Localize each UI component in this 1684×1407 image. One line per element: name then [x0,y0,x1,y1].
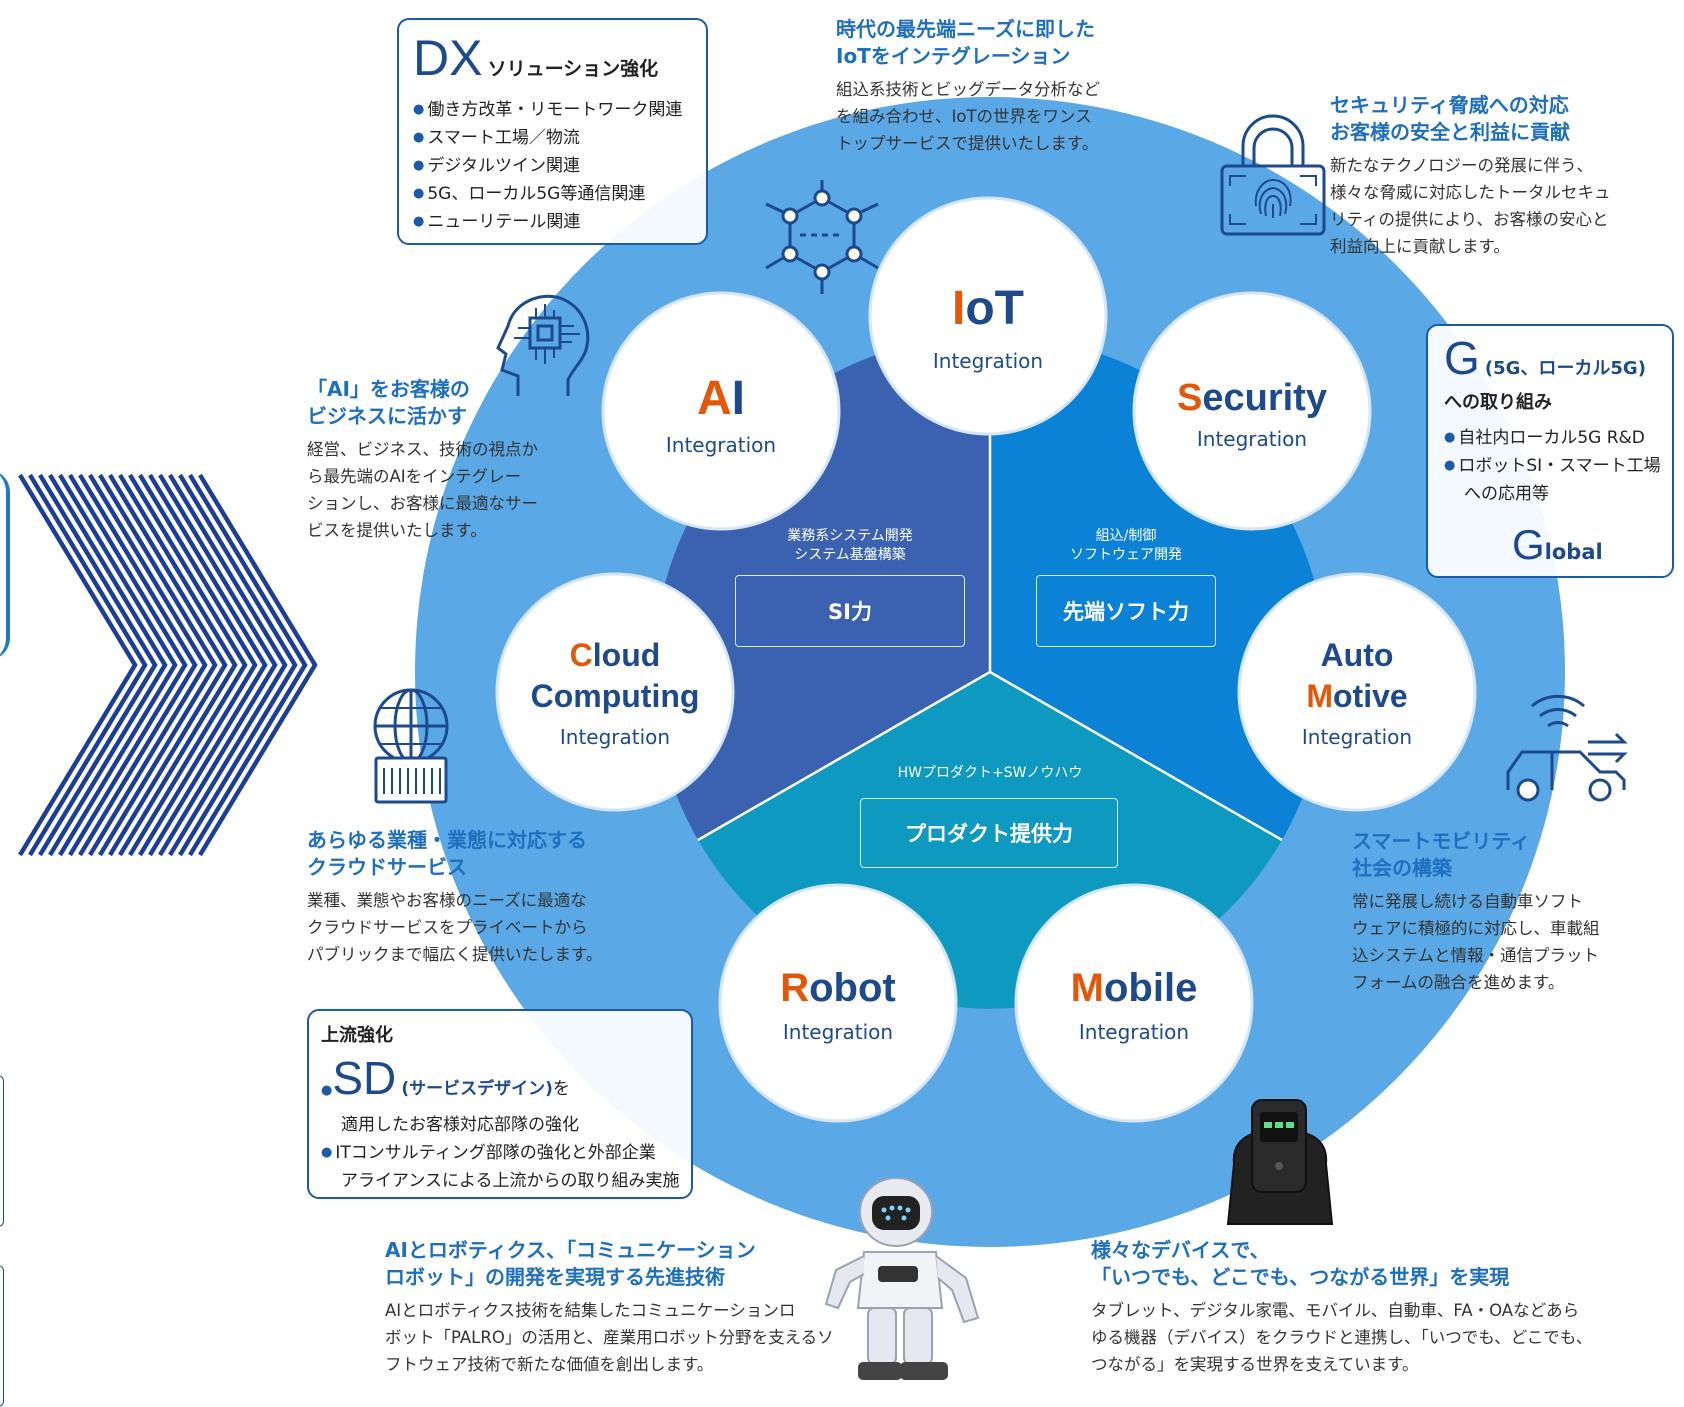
ai-circle [601,291,841,531]
iot-circle [868,196,1108,436]
global-label: Global [1512,521,1603,568]
cloud-title-line2: Computing [530,678,700,714]
mobile-circle [1014,883,1254,1123]
list-item: ●ITコンサルティング部隊の強化と外部企業 [321,1143,656,1163]
list-item: ●ニューリテール関連 [413,212,581,232]
left-edge-arc [0,470,10,660]
robot-circle [718,883,958,1123]
auto-title-line1: Auto [1320,637,1394,673]
cloud-subtitle: Integration [559,725,671,749]
dx-title: ソリューション強化 [487,58,659,80]
dx-box: DX ソリューション強化 ●働き方改革・リモートワーク関連 ●スマート工場／物流… [397,18,708,245]
mobile-title: Mobile [1070,966,1198,1010]
list-item-continuation: への応用等 [1464,484,1549,504]
connected-car-icon [1502,686,1632,806]
si-caption: 業務系システム開発システム基盤構築 [787,528,913,563]
soft-caption: 組込/制御ソフトウェア開発 [1070,528,1182,563]
iot-description: 時代の最先端ニーズに即した IoTをインテグレーション 組込系技術とビッグデータ… [836,17,1100,153]
list-item: ●スマート工場／物流 [413,128,580,148]
list-item-continuation: 適用したお客様対応部隊の強化 [341,1115,579,1135]
sd-paren: (サービスデザイン) [401,1079,553,1099]
ai-head-icon [488,288,598,400]
chevron-stripes [0,470,330,870]
list-item: ●ロボットSI・スマート工場 [1444,456,1661,476]
security-title: Security [1177,377,1327,419]
list-item: ●5G、ローカル5G等通信関連 [413,184,646,204]
robot-illustration [818,1178,998,1394]
product-caption: HWプロダクト+SWノウハウ [897,765,1083,781]
iot-title: IoT [952,282,1024,335]
g-paren: (5G、ローカル5G) [1484,358,1646,379]
g-big: G [1444,332,1480,384]
iot-subtitle: Integration [932,349,1044,373]
soft-box: 先端ソフト力 [1036,575,1216,647]
upstream-box: 上流強化 ●SD (サービスデザイン)を 適用したお客様対応部隊の強化 ●ITコ… [307,1009,693,1199]
robot-description: AIとロボティクス、「コミュニケーション ロボット」の開発を実現する先進技術 A… [385,1238,834,1374]
sd-big: SD [332,1052,397,1104]
mobile-description: 様々なデバイスで、 「いつでも、どこでも、つながる世界」を実現 タブレット、デジ… [1091,1238,1593,1374]
cloud-circle [495,572,735,812]
robot-title: Robot [780,966,896,1010]
auto-description: スマートモビリティ 社会の構築 常に発展し続ける自動車ソフト ウェアに積極的に対… [1352,829,1600,992]
mobile-subtitle: Integration [1078,1020,1190,1044]
g-box: G (5G、ローカル5G) への取り組み ●自社内ローカル5G R&D ●ロボッ… [1426,324,1674,578]
dx-big: DX [413,30,483,86]
si-box: SI力 [735,575,965,647]
security-subtitle: Integration [1196,427,1308,451]
fingerprint-lock-icon [1216,110,1331,238]
ai-title: AI [696,372,745,425]
list-item: ●自社内ローカル5G R&D [1444,428,1645,448]
auto-title-line2: Motive [1306,678,1408,714]
auto-subtitle: Integration [1301,725,1413,749]
ai-subtitle: Integration [665,433,777,457]
list-item: ●デジタルツイン関連 [413,156,581,176]
list-item-continuation: アライアンスによる上流からの取り組み実施 [341,1171,680,1191]
cloud-description: あらゆる業種・業態に対応する クラウドサービス 業種、業態やお客様のニーズに最適… [307,828,603,964]
security-circle [1132,291,1372,531]
robot-subtitle: Integration [782,1020,894,1044]
molecule-icon [756,178,888,296]
auto-circle [1237,572,1477,812]
upstream-title: 上流強化 [321,1025,393,1046]
ai-description: 「AI」をお客様の ビジネスに活かす 経営、ビジネス、技術の視点か ら最先端のA… [307,377,538,540]
device-illustration [1222,1098,1340,1232]
cloud-title-line1: Cloud [569,637,661,673]
security-description: セキュリティ脅威への対応 お客様の安全と利益に貢献 新たなテクノロジーの発展に伴… [1330,93,1611,256]
g-title: への取り組み [1444,392,1552,413]
list-item: ●働き方改革・リモートワーク関連 [413,100,683,120]
globe-server-icon [368,688,454,806]
product-box: プロダクト提供力 [860,798,1118,868]
